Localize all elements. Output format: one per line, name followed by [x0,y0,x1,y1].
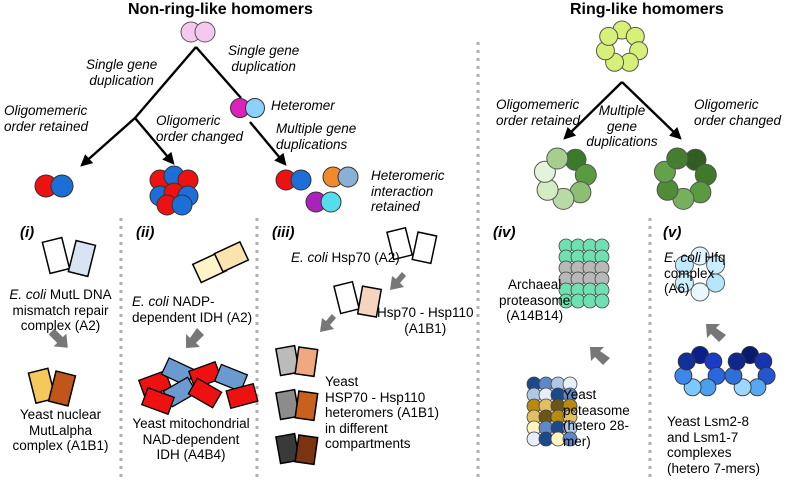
gray-arrow [590,347,610,365]
panel-v-art [674,246,776,397]
panel-v-top-text: E. coli Hfq complex (A6) [664,250,726,296]
title-left: Non-ring-like homomers [128,1,313,18]
ring-subunit [546,147,569,170]
ring-subunit [690,282,710,302]
panel-label-iii: (iii) [272,224,295,241]
panel-ii-bottom-text: Yeast mitochondrial NAD-dependent IDH (A… [132,416,250,462]
dividers [119,42,652,480]
proteasome-subunit [562,431,578,447]
heteromer-pairs [275,166,359,213]
ring-subunit [677,352,696,371]
panel-ii-top-text: E. coli NADP- dependent IDH (A2) [132,294,253,325]
octamer-cluster [149,165,199,216]
proteasome-subunit [594,293,610,309]
panel-iii-bottom-text: Yeast HSP70 - Hsp110 heteromers (A1B1) i… [325,374,440,451]
lsm-ring-left [674,346,726,397]
title-right: Ring-like homomers [570,1,724,18]
right-tree [533,20,717,210]
panel-iii-middle-text: Hsp70 - Hsp110 (A1B1) [377,305,474,336]
ring-green-right [653,147,717,210]
panel-v-bottom-text: Yeast Lsm2-8 and Lsm1-7 complexes (heter… [667,414,761,476]
panel-ii-art [137,240,259,416]
lsm-ring-right [724,346,776,397]
gray-arrow [320,314,336,332]
panel-iii-art [275,226,438,466]
ring-subunit [599,26,619,46]
panel-label-iv: (iv) [493,224,516,241]
gray-arrow [390,272,406,290]
gray-arrow [186,328,204,348]
gray-arrow [48,328,68,348]
ring-subunit [674,255,694,275]
panel-label-v: (v) [663,224,682,241]
label-heteromer: Heteromer [271,98,335,113]
ring-subunit [727,352,746,371]
root-ring-lime [595,20,649,72]
panel-i-art [27,236,97,407]
archaeal-proteasome [558,238,610,309]
panel-label-i: (i) [20,224,35,241]
ring-subunit [706,273,726,293]
hfq-ring [674,246,726,302]
panel-iv-top-text: Archaeal proteasome (A14B14) [499,277,571,323]
ring-subunit [666,147,689,170]
panel-i-bottom-text: Yeast nuclear MutLalpha complex (A1B1) [12,407,109,453]
panel-i-top-text: E. coli MutL DNA mismatch repair complex… [9,287,112,333]
panel-iii-top-text: E. coli Hsp70 (A2) [291,250,400,265]
ring-green-left [533,147,597,210]
yeast-proteasome [526,376,578,447]
panel-label-ii: (ii) [136,224,155,241]
gray-arrow [706,324,726,342]
panel-iv-bottom-text: Yeast poteasome (hetero 28- mer) [563,387,630,449]
ring-subunit [690,246,710,266]
panel-iv-art [526,238,610,447]
left-tree [34,21,359,216]
